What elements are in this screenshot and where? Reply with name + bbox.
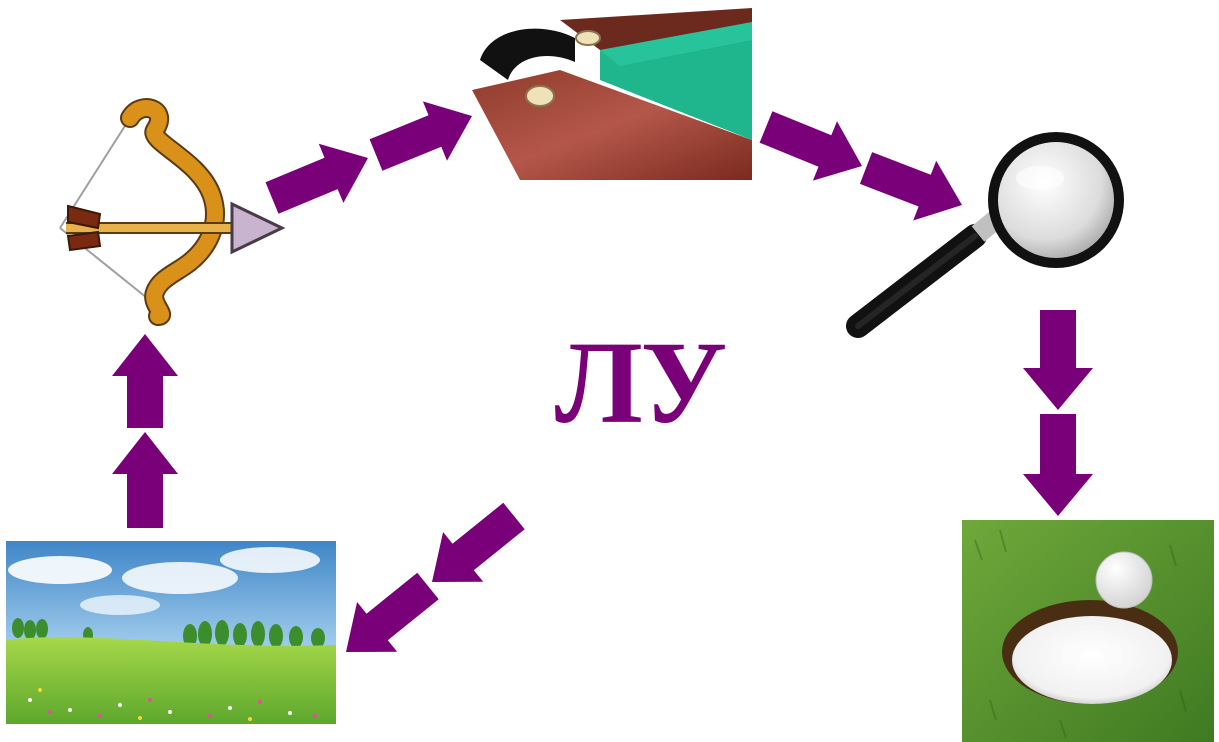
arrow-down-lower	[1023, 414, 1093, 516]
arrow-bow-to-billiard-1	[266, 144, 369, 214]
bow-and-arrow-icon	[60, 108, 282, 316]
arrow-up-lower	[112, 432, 178, 528]
billiard-pocket-icon	[472, 8, 752, 180]
meadow-landscape-icon	[6, 541, 336, 724]
arrow-billiard-to-magnifier-1	[760, 111, 862, 180]
arrow-center-to-meadow-2	[346, 573, 439, 652]
center-label: ЛУ	[520, 318, 760, 448]
golf-ball-hole-icon	[962, 520, 1214, 742]
arrow-down-upper	[1023, 310, 1093, 410]
arrow-center-to-meadow-1	[432, 503, 525, 582]
arrow-bow-to-billiard-2	[370, 101, 472, 170]
magnifying-glass-icon	[858, 132, 1124, 326]
arrow-up-upper	[112, 334, 178, 428]
arrow-billiard-to-magnifier-2	[860, 152, 962, 220]
